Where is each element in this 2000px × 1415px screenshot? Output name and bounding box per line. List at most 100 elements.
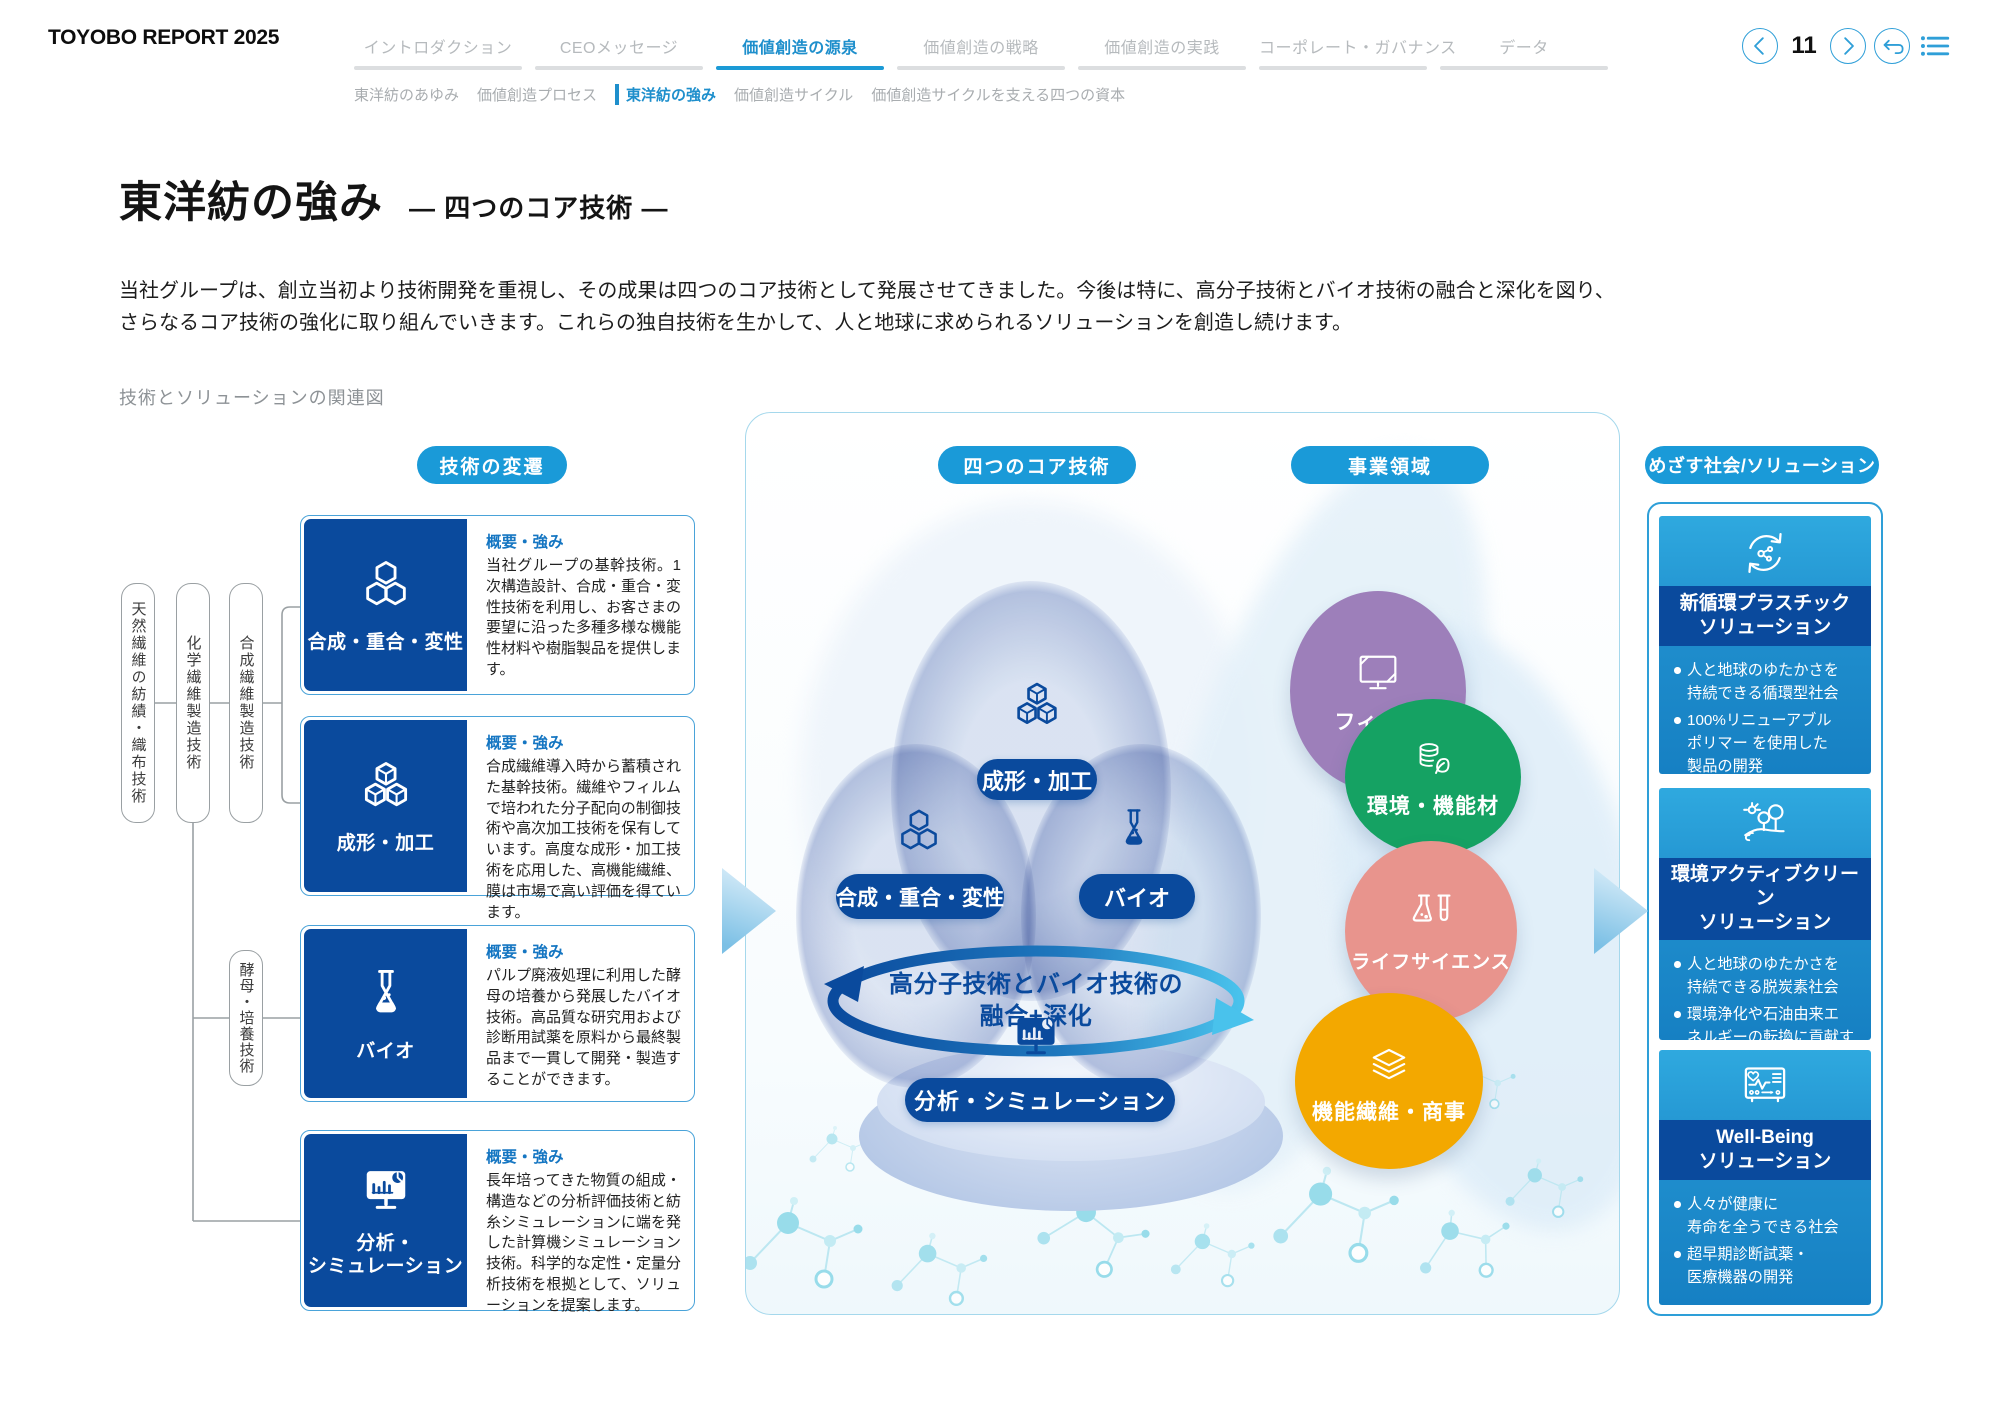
tech-tile: 合成・重合・変性 [304, 519, 467, 691]
business-circle-label: 機能繊維・商事 [1312, 1100, 1466, 1124]
origin-box-chemical-fiber: 化学繊維製造技術 [176, 583, 210, 823]
trees-sun-icon [1738, 798, 1792, 852]
solution-card-circular-plastics: 新循環プラスチック ソリューション 人と地球のゆたかさを 持続できる循環型社会 … [1659, 516, 1871, 774]
overview-label: 概要・強み [486, 735, 564, 752]
tech-tile-label: 合成・重合・変性 [307, 632, 464, 653]
solution-bullet: 環境浄化や石油由来エ ネルギーの転換に貢献す る製品および装置の開発 [1672, 1003, 1861, 1040]
tech-card-analysis: 分析・ シミュレーション 概要・強み 長年培ってきた物質の組成・構造などの分析評… [300, 1130, 695, 1314]
chevron-right-icon [1831, 29, 1865, 63]
tab-underline [1440, 66, 1608, 70]
tech-description: 概要・強み 長年培ってきた物質の組成・構造などの分析評価技術と紡糸シミュレーショ… [470, 1131, 694, 1314]
flask-icon [355, 965, 417, 1027]
toc-button[interactable] [1918, 29, 1952, 63]
tab-introduction[interactable]: イントロダクション [354, 24, 522, 70]
tech-tile: バイオ [304, 929, 467, 1098]
badge-four-core-technologies: 四つのコア技術 [938, 446, 1136, 484]
origin-box-synthetic-fiber: 合成繊維製造技術 [229, 583, 263, 823]
solution-title: Well-Being ソリューション [1659, 1120, 1871, 1180]
next-page-button[interactable] [1830, 28, 1866, 64]
intro-paragraph: 当社グループは、創立当初より技術開発を重視し、その成果は四つのコア技術として発展… [119, 280, 1615, 334]
solution-bullet: 人々が健康に 寿命を全うできる社会 [1672, 1193, 1861, 1239]
page-title: 東洋紡の強み [119, 179, 383, 227]
tab-underline [1259, 66, 1427, 70]
core-tech-pill-synthesis: 合成・重合・変性 [836, 874, 1004, 919]
solution-card-active-clean: 環境アクティブクリーン ソリューション 人と地球のゆたかさを 持続できる脱炭素社… [1659, 788, 1871, 1040]
solution-bullet: 超早期診断試薬・ 医療機器の開発 [1672, 1243, 1861, 1289]
fusion-caption: 高分子技術とバイオ技術の 融合+深化 [889, 971, 1183, 1030]
tab-value-creation-strategy[interactable]: 価値創造の戦略 [897, 24, 1065, 70]
tech-description-text: パルプ廃液処理に利用した酵母の培養から発展したバイオ技術。高品質な研究用および診… [486, 967, 682, 1088]
tab-ceo-message[interactable]: CEOメッセージ [535, 24, 703, 70]
solution-bullet: 人と地球のゆたかさを 持続できる循環型社会 [1672, 659, 1861, 705]
tech-tile-label: 成形・加工 [336, 833, 435, 854]
origin-box-natural-fiber: 天然繊維の紡績・織布技術 [121, 583, 155, 823]
layers-icon [1363, 1037, 1415, 1089]
subtab-history[interactable]: 東洋紡のあゆみ [354, 87, 460, 104]
title-row: 東洋紡の強み — 四つのコア技術 — [119, 168, 668, 230]
solution-title: 新循環プラスチック ソリューション [1659, 586, 1871, 646]
flow-arrow-right [1594, 868, 1648, 954]
lifescience-icon [1405, 888, 1457, 940]
tech-description: 概要・強み パルプ廃液処理に利用した酵母の培養から発展したバイオ技術。高品質な研… [470, 926, 694, 1101]
tech-tile-label: バイオ [356, 1040, 415, 1062]
figure-caption: 技術とソリューションの関連図 [119, 388, 385, 408]
tech-card-bio: バイオ 概要・強み パルプ廃液処理に利用した酵母の培養から発展したバイオ技術。高… [300, 925, 695, 1102]
solution-icon-wrap [1659, 788, 1871, 858]
tab-underline [354, 66, 522, 70]
sub-nav: 東洋紡のあゆみ 価値創造プロセス 東洋紡の強み 価値創造サイクル 価値創造サイク… [354, 84, 1125, 105]
main-nav: イントロダクション CEOメッセージ 価値創造の源泉 価値創造の戦略 価値創造の… [354, 24, 1608, 70]
cubes-icon [355, 757, 417, 819]
core-technology-panel: 高分子技術とバイオ技術の 融合+深化 成形・加工 合成・重合・変性 バイオ 分析… [745, 412, 1620, 1315]
tab-underline [716, 66, 884, 70]
solution-title: 環境アクティブクリーン ソリューション [1659, 858, 1871, 940]
monitor-chart-icon [358, 1163, 414, 1219]
solution-bullet: 人と地球のゆたかさを 持続できる脱炭素社会 [1672, 953, 1861, 999]
tech-description-text: 合成繊維導入時から蓄積された基幹技術。繊維やフィルムで培われた分子配向の制御技術… [486, 758, 682, 921]
subtab-value-cycle[interactable]: 価値創造サイクル [734, 87, 854, 104]
tech-tile: 成形・加工 [304, 720, 467, 892]
origin-box-yeast-culture: 酵母・培養技術 [229, 950, 263, 1086]
page-subtitle: — 四つのコア技術 — [409, 193, 669, 223]
tab-underline [535, 66, 703, 70]
tab-value-creation-practice[interactable]: 価値創造の実践 [1078, 24, 1246, 70]
tab-data[interactable]: データ [1440, 24, 1608, 70]
overview-label: 概要・強み [486, 534, 564, 551]
tech-card-molding: 成形・加工 概要・強み 合成繊維導入時から蓄積された基幹技術。繊維やフィルムで培… [300, 716, 695, 921]
tech-description-text: 当社グループの基幹技術。1次構造設計、合成・重合・変性技術を利用し、お客さまの要… [486, 557, 682, 678]
recycle-molecule-icon [1738, 526, 1792, 580]
badge-technology-evolution: 技術の変遷 [417, 446, 567, 484]
core-tech-pill-bio: バイオ [1079, 874, 1195, 919]
business-circle-functional-fiber: 機能繊維・商事 [1295, 993, 1483, 1169]
return-button[interactable] [1874, 28, 1910, 64]
solutions-panel: 新循環プラスチック ソリューション 人と地球のゆたかさを 持続できる循環型社会 … [1647, 502, 1883, 1316]
tech-description: 概要・強み 当社グループの基幹技術。1次構造設計、合成・重合・変性技術を利用し、… [470, 516, 694, 694]
subtab-four-capitals[interactable]: 価値創造サイクルを支える四つの資本 [871, 87, 1126, 104]
solution-bullets: 人と地球のゆたかさを 持続できる脱炭素社会 環境浄化や石油由来エ ネルギーの転換… [1659, 940, 1871, 1040]
page-controls: 11 [1742, 28, 1952, 64]
toc-icon [1918, 29, 1952, 63]
tech-description-text: 長年培ってきた物質の組成・構造などの分析評価技術と紡糸シミュレーションに端を発し… [486, 1172, 682, 1314]
return-icon [1875, 29, 1909, 63]
business-circle-environment-materials: 環境・機能材 [1345, 699, 1521, 855]
tech-tile: 分析・ シミュレーション [304, 1134, 467, 1307]
cubes-icon [1008, 678, 1066, 736]
solution-bullet: 100%リニューアブル ポリマー を使用した 製品の開発 [1672, 709, 1861, 774]
solution-card-well-being: Well-Being ソリューション 人々が健康に 寿命を全うできる社会 超早期… [1659, 1050, 1871, 1305]
tab-underline [897, 66, 1065, 70]
business-circle-label: ライフサイエンス [1351, 952, 1511, 973]
badge-business-domains: 事業領域 [1291, 446, 1489, 484]
tab-value-creation-source[interactable]: 価値創造の源泉 [716, 24, 884, 70]
core-tech-pill-analysis: 分析・シミュレーション [905, 1078, 1175, 1122]
tech-description: 概要・強み 合成繊維導入時から蓄積された基幹技術。繊維やフィルムで培われた分子配… [470, 717, 694, 921]
eco-materials-icon [1409, 735, 1457, 783]
overview-label: 概要・強み [486, 944, 564, 961]
subtab-toyobo-strengths[interactable]: 東洋紡の強み [615, 84, 716, 105]
prev-page-button[interactable] [1742, 28, 1778, 64]
subtab-value-process[interactable]: 価値創造プロセス [477, 87, 598, 104]
tech-tile-label: 分析・ シミュレーション [307, 1233, 464, 1277]
tab-corporate-governance[interactable]: コーポレート・ガバナンス [1259, 24, 1456, 70]
medical-monitor-icon [1738, 1060, 1792, 1114]
solution-icon-wrap [1659, 516, 1871, 586]
business-circle-label: 環境・機能材 [1367, 794, 1499, 818]
core-tech-pill-molding: 成形・加工 [977, 759, 1097, 800]
